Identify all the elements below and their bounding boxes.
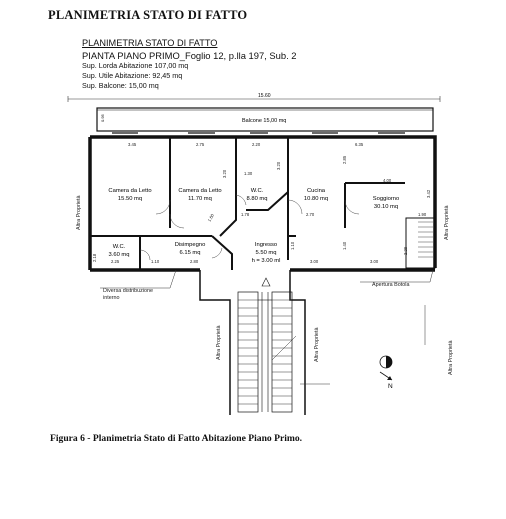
dim-label: 3.20 bbox=[222, 169, 227, 178]
room-name-ingresso: Ingresso bbox=[255, 242, 277, 248]
dim-overall: 15.60 bbox=[258, 93, 271, 99]
dim-label: 3.42 bbox=[426, 189, 431, 198]
dim-label: 3.45 bbox=[128, 142, 137, 147]
label-interno: interno bbox=[103, 295, 119, 301]
dim-label: 2.25 bbox=[111, 259, 120, 264]
room-area-wc1: 8.80 mq bbox=[247, 196, 268, 202]
label-altra-bottom-right: Altra Proprietà bbox=[448, 341, 454, 375]
dim-label: 1.30 bbox=[244, 171, 253, 176]
dim-label: 2.80 bbox=[190, 259, 199, 264]
stair-up-arrow-icon bbox=[261, 277, 271, 287]
room-area-wc2: 3.60 mq bbox=[109, 252, 130, 258]
dim-label: 2.29 bbox=[403, 246, 408, 255]
room-area-disimpegno: 6.15 mq bbox=[180, 250, 201, 256]
room-area-ingresso: 5.50 mq bbox=[256, 250, 277, 256]
leader-lines bbox=[100, 269, 434, 385]
label-altra-stair-right: Altra Proprietà bbox=[314, 328, 320, 362]
north-label: N bbox=[388, 383, 393, 390]
plan-title: PLANIMETRIA STATO DI FATTO bbox=[82, 38, 218, 48]
dimension-labels: 3.45 2.75 2.20 3.20 3.20 2.85 6.35 4.00 … bbox=[92, 142, 431, 264]
label-altra-right: Altra Proprietà bbox=[444, 206, 450, 240]
area-line-net: Sup. Utile Abitazione: 92,45 mq bbox=[82, 71, 183, 80]
stairwell bbox=[199, 270, 306, 415]
balcony-label: Balcone 15,00 mq bbox=[242, 118, 286, 124]
plan-subtitle: PIANTA PIANO PRIMO_Foglio 12, p.lla 197,… bbox=[82, 49, 297, 61]
balcony bbox=[96, 107, 434, 132]
dim-label: 1.90 bbox=[418, 212, 427, 217]
interior-walls bbox=[90, 137, 436, 270]
door-swings bbox=[139, 194, 360, 261]
north-arrow-icon bbox=[379, 355, 393, 381]
room-name-wc2: W.C. bbox=[113, 244, 126, 250]
dim-label: 2.20 bbox=[252, 142, 261, 147]
dim-label: 3.20 bbox=[276, 161, 281, 170]
dim-label: 4.00 bbox=[383, 178, 392, 183]
dim-label: 2.75 bbox=[196, 142, 205, 147]
dim-label: 1.10 bbox=[290, 241, 295, 250]
room-name-wc1: W.C. bbox=[251, 188, 264, 194]
label-diversa: Diversa distribuzione bbox=[103, 288, 153, 294]
dim-label: 1.10 bbox=[151, 259, 160, 264]
dim-balcony-depth: 0.95 bbox=[100, 113, 105, 122]
room-name-disimpegno: Disimpegno bbox=[175, 242, 206, 248]
dim-label: 1.60 bbox=[207, 212, 216, 222]
page-heading: PLANIMETRIA STATO DI FATTO bbox=[48, 8, 248, 22]
figure-caption: Figura 6 - Planimetria Stato di Fatto Ab… bbox=[50, 433, 303, 444]
dim-label: 1.78 bbox=[241, 212, 250, 217]
dim-label: 2.85 bbox=[342, 155, 347, 164]
room-area-camera1: 15.50 mq bbox=[118, 196, 142, 202]
label-altra-stair-left: Altra Proprietà bbox=[216, 326, 222, 360]
room-name-camera2: Camera da Letto bbox=[178, 188, 221, 194]
room-name-camera1: Camera da Letto bbox=[108, 188, 151, 194]
room-height-ingresso: h = 3.00 ml bbox=[252, 258, 281, 264]
dim-label: 2.70 bbox=[306, 212, 315, 217]
room-area-cucina: 10.80 mq bbox=[304, 196, 328, 202]
area-line-balcony: Sup. Balcone: 15,00 mq bbox=[82, 81, 159, 90]
dim-label: 3.00 bbox=[370, 259, 379, 264]
dim-label: 3.00 bbox=[310, 259, 319, 264]
dim-label: 6.35 bbox=[355, 142, 364, 147]
area-line-gross: Sup. Lorda Abitazione 107,00 mq bbox=[82, 61, 189, 70]
dim-label: 1.40 bbox=[342, 241, 347, 250]
overall-dimension-line bbox=[67, 96, 441, 102]
dim-label: 2.18 bbox=[92, 253, 97, 262]
tile-hatch bbox=[418, 221, 433, 258]
label-apertura: Apertura Botola bbox=[372, 282, 409, 288]
room-area-camera2: 11.70 mq bbox=[188, 196, 212, 202]
room-name-soggiorno: Soggiorno bbox=[373, 196, 399, 202]
room-labels: Camera da Letto 15.50 mq Camera da Letto… bbox=[108, 188, 399, 264]
room-area-soggiorno: 30.10 mq bbox=[374, 204, 398, 210]
label-altra-left: Altra Proprietà bbox=[76, 196, 82, 230]
plan-title-block: PLANIMETRIA STATO DI FATTO PIANTA PIANO … bbox=[82, 38, 297, 91]
adjacent-labels: Altra Proprietà Altra Proprietà Altra Pr… bbox=[76, 196, 454, 375]
room-name-cucina: Cucina bbox=[307, 188, 326, 194]
stair-treads bbox=[238, 299, 297, 405]
